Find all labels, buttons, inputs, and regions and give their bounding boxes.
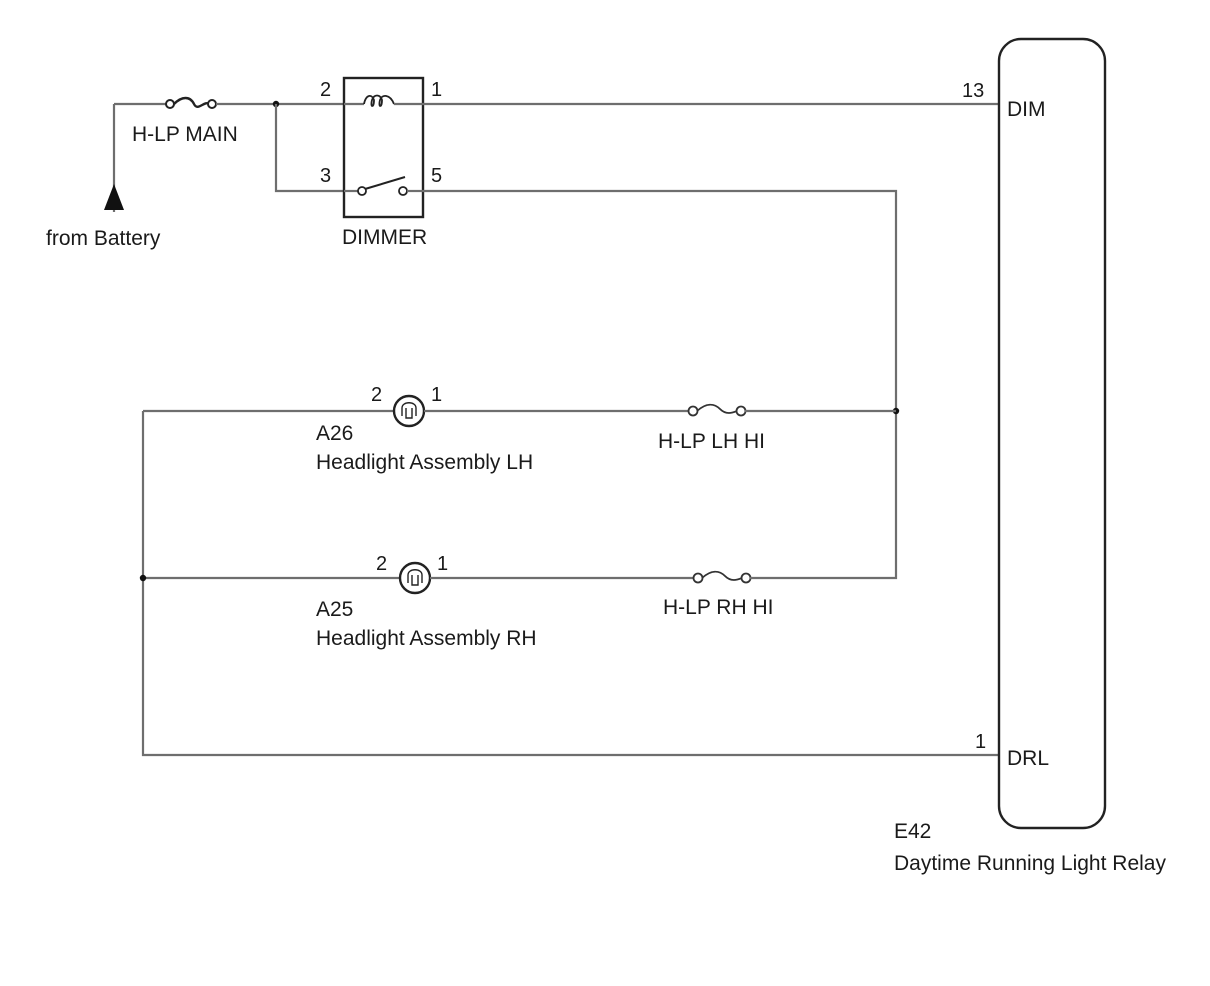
pin-label: 2 [371, 384, 382, 406]
pin-label: 13 [962, 80, 984, 102]
headlight-lh-circuit: 2 1 A26 Headlight Assembly LH H-LP LH HI [143, 384, 896, 474]
daytime-running-light-relay: 13 DIM 1 DRL E42 Daytime Running Light R… [894, 37, 1166, 875]
fuse-terminal-icon [740, 572, 752, 584]
coil-icon [363, 94, 395, 107]
headlight-bulb-icon [392, 394, 426, 428]
pin-label: 1 [437, 553, 448, 575]
relay-id: E42 [894, 820, 931, 843]
headlight-bulb-icon [398, 561, 432, 595]
headlight-rh-circuit: 2 1 A25 Headlight Assembly RH H-LP RH HI [143, 553, 854, 650]
pin-label: 3 [320, 165, 331, 187]
pin-label: 1 [431, 79, 442, 101]
battery-feed: from Battery [46, 102, 166, 250]
pin-label: 1 [431, 384, 442, 406]
fuse-terminal-icon [692, 572, 704, 584]
pin-label: 1 [975, 731, 986, 753]
fuse-label: H-LP RH HI [663, 596, 773, 619]
pin-label: 2 [320, 79, 331, 101]
fuse-terminal-icon [165, 99, 175, 109]
battery-arrow-icon [104, 184, 124, 210]
fuse-terminal-icon [735, 405, 747, 417]
pin-label: 2 [376, 553, 387, 575]
headlight-id: A26 [316, 422, 353, 445]
headlight-name: Headlight Assembly RH [316, 627, 537, 650]
wire-segment [274, 104, 345, 193]
fuse-label: H-LP MAIN [132, 123, 238, 146]
switch-output-wire [423, 189, 898, 580]
headlight-id: A25 [316, 598, 353, 621]
relay-box [997, 37, 1107, 830]
battery-label: from Battery [46, 227, 161, 250]
drl-return-wire [141, 411, 999, 757]
terminal-label: DIM [1007, 98, 1046, 121]
fusible-link-icon [173, 96, 211, 108]
filament-icon [401, 402, 417, 419]
fuse-icon [701, 570, 743, 581]
fuse-h-lp-main: H-LP MAIN [132, 96, 238, 146]
switch-contact-icon [398, 186, 408, 196]
switch-arm-icon [364, 176, 406, 190]
fuse-terminal-icon [687, 405, 699, 417]
headlight-name: Headlight Assembly LH [316, 451, 533, 474]
terminal-label: DRL [1007, 747, 1049, 770]
junction-dot [139, 574, 147, 582]
switch-contact-icon [357, 186, 367, 196]
fuse-terminal-icon [207, 99, 217, 109]
relay-name: Daytime Running Light Relay [894, 852, 1166, 875]
pin-label: 5 [431, 165, 442, 187]
filament-icon [407, 569, 423, 586]
dimmer-label: DIMMER [342, 226, 427, 249]
dimmer-switch: 2 1 3 5 DIMMER [320, 76, 442, 249]
dimmer-box [342, 76, 425, 219]
fuse-icon [696, 403, 738, 414]
fuse-label: H-LP LH HI [658, 430, 765, 453]
